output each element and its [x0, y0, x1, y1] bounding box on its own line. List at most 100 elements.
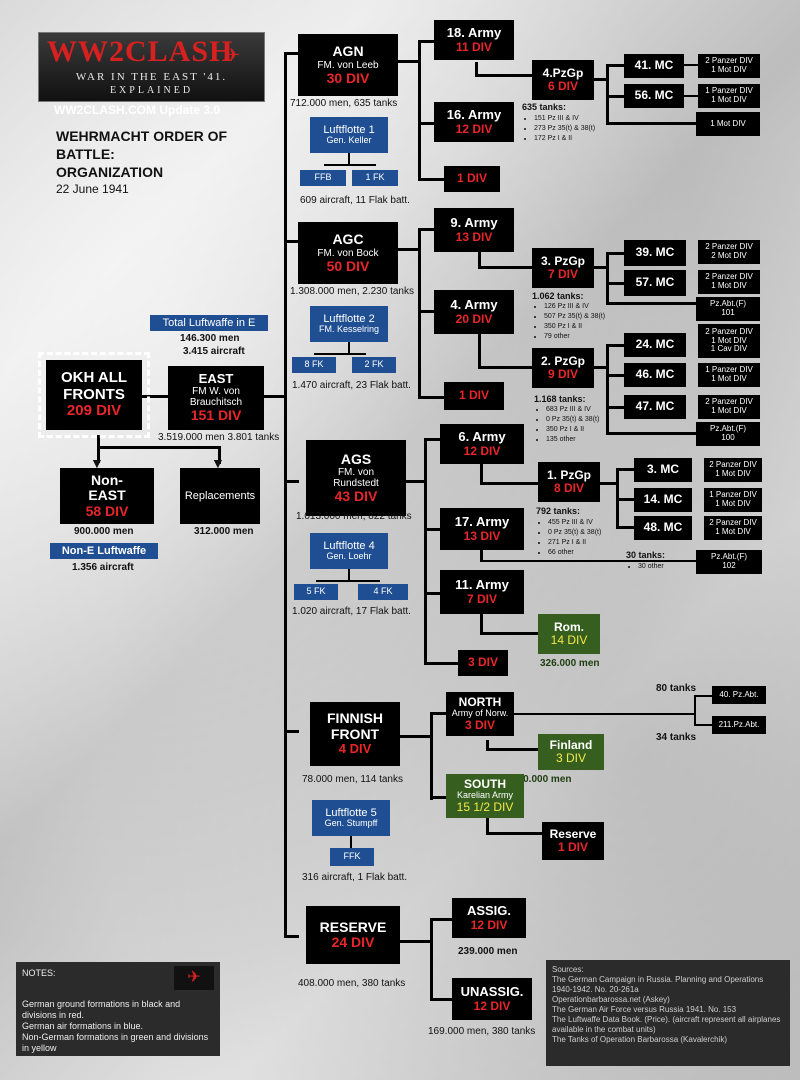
- finland-box: Finland 3 DIV: [538, 734, 604, 770]
- connector: [398, 248, 420, 251]
- list-item: 135 other: [546, 435, 599, 445]
- mc48-u1: 2 Panzer DIV: [709, 518, 757, 528]
- lf4-5fk: 5 FK: [294, 584, 338, 600]
- connector: [594, 266, 608, 269]
- east-cmd2: Brauchitsch: [189, 397, 243, 409]
- rom-name: Rom.: [554, 619, 584, 634]
- lf2-8fk: 8 FK: [292, 357, 336, 373]
- south-name: SOUTH: [464, 776, 506, 791]
- okh-div: 209 DIV: [66, 402, 122, 420]
- ags-cmd2: Rundstedt: [333, 478, 379, 489]
- 47-mc-box: 47. MC: [624, 395, 686, 419]
- connector: [424, 438, 440, 441]
- connector: [218, 446, 221, 464]
- east-div: 151 DIV: [190, 407, 242, 424]
- list-item: 79 other: [544, 332, 605, 342]
- connector: [350, 836, 352, 848]
- agc-cmd: FM. von Bock: [317, 247, 379, 259]
- mc39-u1: 2 Panzer DIV: [705, 242, 753, 252]
- connector: [694, 695, 712, 697]
- mc24-u2: 1 Mot DIV: [711, 335, 747, 345]
- notes-line2: German air formations in blue.: [22, 1021, 144, 1031]
- north-box: NORTH Army of Norw. 3 DIV: [446, 692, 514, 736]
- luftflotte2-box: Luftflotte 2 FM. Kesselring: [310, 306, 388, 342]
- finnish-name2: FRONT: [330, 725, 380, 742]
- lf5-stats: 316 aircraft, 1 Flak batt.: [302, 872, 408, 883]
- assig-box: ASSIG. 12 DIV: [452, 898, 526, 938]
- mc24-u1: 2 Panzer DIV: [705, 326, 753, 336]
- connector: [606, 282, 624, 285]
- pzgp2-tank-list: 683 Pz III & IV 0 Pz 35(t) & 38(t) 350 P…: [534, 405, 599, 445]
- finland-div: 3 DIV: [555, 751, 586, 765]
- lf4-4fk: 4 FK: [358, 584, 408, 600]
- connector-agn: [284, 52, 299, 55]
- connector: [97, 435, 100, 463]
- notes-line3: Non-German formations in green and divis…: [22, 1032, 209, 1053]
- ags-box: AGS FM. von Rundstedt 43 DIV: [306, 440, 406, 516]
- 14-mc-box: 14. MC: [634, 488, 692, 512]
- agn-div: 30 DIV: [326, 69, 370, 86]
- list-item: The Tanks of Operation Barbarossa (Kaval…: [552, 1035, 728, 1044]
- list-item: 30 other: [638, 562, 664, 572]
- connector: [616, 498, 634, 501]
- notes-logo-icon: ✈: [174, 966, 214, 990]
- reserve-div: 24 DIV: [331, 934, 375, 950]
- replacements-box: Replacements: [180, 468, 260, 524]
- agc-1div: 1 DIV: [458, 388, 489, 403]
- finnish-div: 4 DIV: [338, 741, 372, 757]
- okh-all-fronts-box: OKH ALL FRONTS 209 DIV: [46, 360, 142, 430]
- mc14-u2: 1 Mot DIV: [715, 499, 751, 508]
- mc46-name: 46. MC: [635, 367, 675, 382]
- mc24-u3: 1 Cav DIV: [710, 344, 748, 354]
- connector-agc-branch: [418, 228, 421, 398]
- unassig-box: UNASSIG. 12 DIV: [452, 978, 532, 1020]
- 3-mc-box: 3. MC: [634, 458, 692, 482]
- agc-box: AGC FM. von Bock 50 DIV: [298, 222, 398, 284]
- 6-army-box: 6. Army 12 DIV: [440, 424, 524, 464]
- mc47-u2: 1 Mot DIV: [711, 406, 747, 415]
- north-sub: Army of Norw.: [451, 708, 509, 719]
- 16-army-box: 16. Army 12 DIV: [434, 102, 514, 142]
- 48-mc-box: 48. MC: [634, 516, 692, 540]
- pzabt211-tanks: 34 tanks: [656, 732, 697, 743]
- mc56-name: 56. MC: [634, 88, 674, 103]
- a11-div: 7 DIV: [466, 591, 497, 606]
- connector: [606, 122, 696, 125]
- finnish-reserve-box: Reserve 1 DIV: [542, 822, 604, 860]
- connector: [348, 342, 350, 354]
- logo: WW2CLASH ✈ WAR IN THE EAST '41. EXPLAINE…: [38, 32, 265, 102]
- pzgp4-tanks: 635 tanks:: [522, 102, 567, 112]
- pzabt40-tanks: 80 tanks: [656, 683, 697, 694]
- a4-name: 4. Army: [450, 297, 498, 313]
- okh-name1: OKH ALL: [60, 369, 128, 387]
- lf5-cmd: Gen. Stumpff: [324, 818, 378, 829]
- notes-panel: NOTES: ✈ German ground formations in bla…: [16, 962, 220, 1056]
- ags-stats: 1.013.000 men, 822 tanks: [296, 511, 412, 522]
- pz-abt-211-box: 211.Pz.Abt.: [712, 716, 766, 734]
- romania-box: Rom. 14 DIV: [538, 614, 600, 654]
- list-item: 172 Pz I & II: [534, 134, 595, 144]
- non-east-name1: Non-: [91, 471, 123, 488]
- connector-ags: [284, 480, 299, 483]
- non-east-stats: 900.000 men: [74, 526, 134, 537]
- notes-line1: German ground formations in black and di…: [22, 999, 181, 1020]
- pzabt100-l2: 100: [721, 433, 735, 442]
- pzgp3-div: 7 DIV: [547, 267, 578, 281]
- pzabt102-tanks: 30 tanks:: [626, 550, 666, 560]
- mc41-u2: 1 Mot DIV: [711, 65, 747, 74]
- connector: [616, 468, 634, 471]
- mc57-u2: 1 Mot DIV: [711, 281, 747, 290]
- agn-1div: 1 DIV: [456, 171, 487, 186]
- agc-div: 50 DIV: [326, 257, 370, 274]
- mc48-name: 48. MC: [643, 520, 683, 535]
- replacements-stats: 312.000 men: [194, 526, 254, 537]
- mc39-name: 39. MC: [635, 245, 675, 260]
- 56-mc-box: 56. MC: [624, 84, 684, 108]
- total-luftwaffe-aircraft: 3.415 aircraft: [183, 346, 245, 357]
- pzgp4-div: 6 DIV: [547, 79, 578, 93]
